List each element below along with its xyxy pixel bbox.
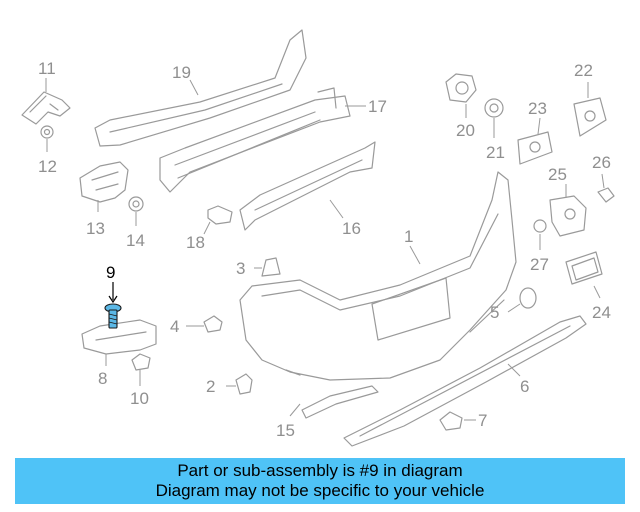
part-22-bracket: 22 (573, 61, 607, 137)
part-10-nut: 10 (130, 353, 151, 408)
callout-8: 8 (98, 369, 107, 388)
banner-line-1: Part or sub-assembly is #9 in diagram (177, 461, 463, 480)
part-24-sensor-cover: 24 (565, 251, 611, 322)
part-14-nut: 14 (126, 196, 145, 250)
callout-25: 25 (548, 165, 567, 184)
callout-26: 26 (592, 153, 611, 172)
part-1-bumper-cover: 1 (239, 171, 517, 381)
callout-23: 23 (528, 99, 547, 118)
part-4-nut: 4 (170, 315, 223, 336)
callout-10: 10 (130, 389, 149, 408)
part-16-bar: 16 (239, 141, 376, 238)
callout-14: 14 (126, 231, 145, 250)
callout-2: 2 (206, 377, 215, 396)
part-3-clip: 3 (236, 257, 281, 278)
part-8-bracket: 8 (81, 319, 157, 388)
part-18-bolt: 18 (186, 205, 233, 252)
callout-19: 19 (172, 63, 191, 82)
part-6-valance: 6 (343, 315, 587, 447)
part-20-sensor: 20 (445, 73, 477, 140)
info-banner: Part or sub-assembly is #9 in diagram Di… (15, 458, 625, 504)
part-5-sensor: 5 (490, 287, 537, 322)
callout-20: 20 (456, 121, 475, 140)
callout-18: 18 (186, 233, 205, 252)
callout-5: 5 (490, 303, 499, 322)
part-12-clip: 12 (38, 125, 57, 176)
part-9-screw-highlighted: 9 (104, 263, 122, 329)
callout-27: 27 (530, 255, 549, 274)
callout-21: 21 (486, 143, 505, 162)
callout-6: 6 (520, 377, 529, 396)
callout-24: 24 (592, 303, 611, 322)
callout-12: 12 (38, 157, 57, 176)
part-13-bracket: 13 (79, 161, 129, 238)
callout-13: 13 (86, 219, 105, 238)
callout-16: 16 (342, 219, 361, 238)
callout-15: 15 (276, 421, 295, 440)
part-23-bracket: 23 (517, 99, 553, 165)
callout-9: 9 (106, 263, 115, 282)
callout-4: 4 (170, 317, 179, 336)
banner-line-2: Diagram may not be specific to your vehi… (155, 481, 485, 500)
part-25-bracket: 25 (548, 165, 587, 237)
parts-diagram: 11 12 19 17 16 13 14 (21, 29, 615, 447)
callout-22: 22 (574, 61, 593, 80)
callout-3: 3 (236, 259, 245, 278)
part-26-bolt: 26 (592, 153, 615, 203)
part-11-bracket: 11 (21, 59, 71, 125)
callout-1: 1 (404, 227, 413, 246)
part-17-reinforcement: 17 (159, 87, 387, 193)
callout-7: 7 (478, 411, 487, 430)
callout-17: 17 (368, 97, 387, 116)
part-27-clip: 27 (530, 219, 549, 274)
part-7-clip: 7 (439, 411, 487, 431)
part-19-absorber: 19 (94, 29, 307, 147)
part-21-holder: 21 (484, 98, 505, 162)
part-2-bolt: 2 (206, 373, 253, 396)
part-15-trim: 15 (276, 385, 379, 440)
callout-11: 11 (38, 59, 56, 78)
